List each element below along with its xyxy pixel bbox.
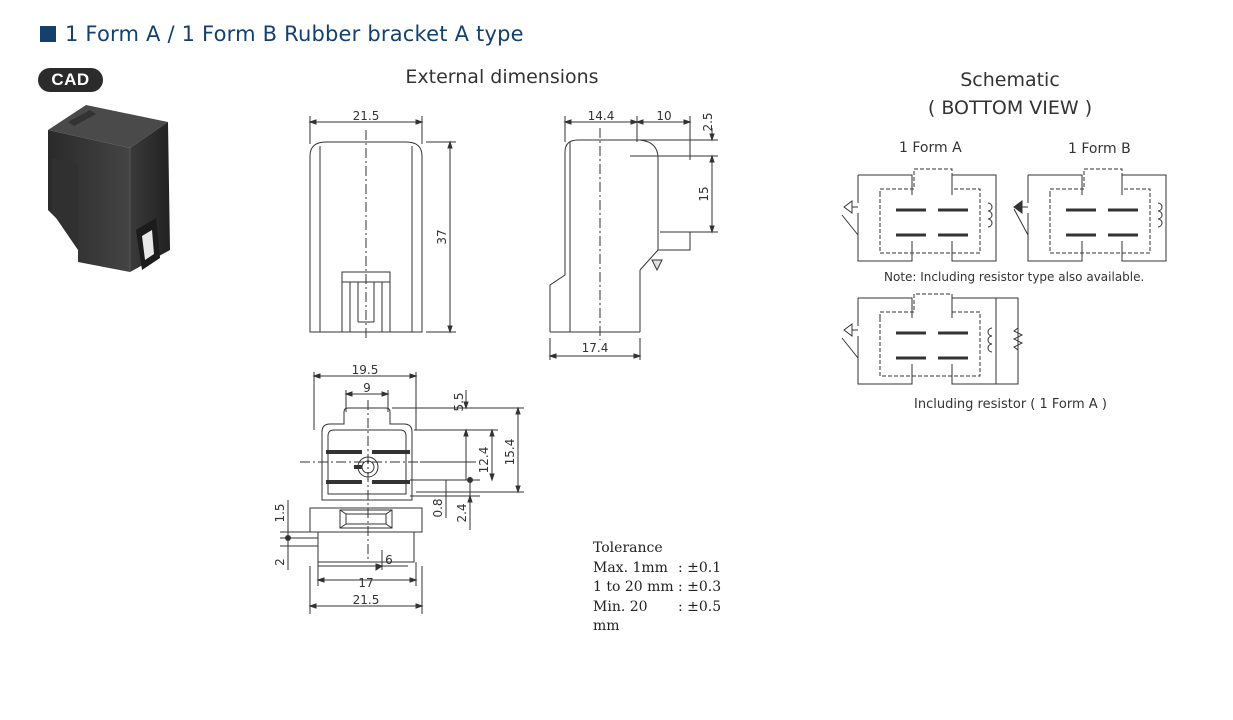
dim-bottom-height-12-4: 12.4: [477, 447, 491, 474]
square-bullet-icon: [40, 26, 56, 42]
side-view-drawing: 14.4 10 2.5 15 17.4: [548, 109, 718, 360]
tolerance-row: 1 to 20 mm : ±0.3: [593, 579, 722, 595]
dim-front-height: 37: [435, 229, 449, 244]
schematic-note: Note: Including resistor type also avail…: [884, 270, 1145, 284]
tolerance-row: Min. 20 mm : ±0.5: [593, 598, 722, 635]
schematic-form-a: [841, 168, 997, 262]
tolerance-title: Tolerance: [593, 540, 663, 556]
schematic-heading: Schematic ( BOTTOM VIEW ): [927, 69, 1093, 119]
dim-side-bottom-width: 17.4: [582, 341, 609, 355]
cad-button[interactable]: CAD: [38, 68, 103, 92]
dim-bottom-tab-height: 5.5: [452, 392, 466, 411]
dim-bottom-height-15-4: 15.4: [503, 439, 517, 466]
dim-bottom-inner-6: 6: [385, 553, 393, 567]
resistor-caption: Including resistor ( 1 Form A ): [914, 397, 1107, 412]
dim-front-width: 21.5: [353, 109, 380, 123]
dim-side-offset: 2.5: [701, 112, 715, 131]
dim-bottom-outer-width: 19.5: [352, 363, 379, 377]
dim-bottom-offset-2-4: 2.4: [455, 503, 469, 522]
dim-side-tab-height: 15: [697, 186, 711, 201]
tolerance-row: Max. 1mm : ±0.1: [593, 559, 722, 576]
dim-bottom-base-width: 21.5: [353, 593, 380, 607]
schematic-resistor: [841, 293, 1024, 385]
dim-bottom-inner-17: 17: [358, 576, 373, 590]
form-b-label: 1 Form B: [1068, 141, 1131, 157]
dim-bottom-offset-0-8: 0.8: [431, 498, 445, 517]
dim-bottom-left-2: 2: [273, 558, 287, 566]
dim-side-top-right: 10: [656, 109, 671, 123]
dim-bottom-tab-width: 9: [363, 381, 371, 395]
product-photo: [48, 105, 170, 272]
page-header: 1 Form A / 1 Form B Rubber bracket A typ…: [40, 20, 524, 48]
dim-bottom-left-1-5: 1.5: [273, 503, 287, 522]
page-title: 1 Form A / 1 Form B Rubber bracket A typ…: [65, 22, 524, 46]
external-dimensions-heading: External dimensions: [405, 66, 599, 88]
tolerance-block: Tolerance Max. 1mm : ±0.1 1 to 20 mm : ±…: [593, 539, 721, 637]
schematic-form-b: [1013, 168, 1167, 262]
form-a-label: 1 Form A: [899, 140, 962, 156]
front-view-drawing: 21.5 37: [308, 109, 456, 340]
dim-side-top-left: 14.4: [588, 109, 615, 123]
bottom-view-drawing: 19.5 9 5.5 15.4 12.4 0.8 2.4 1.5 2 6 17 …: [273, 363, 524, 614]
